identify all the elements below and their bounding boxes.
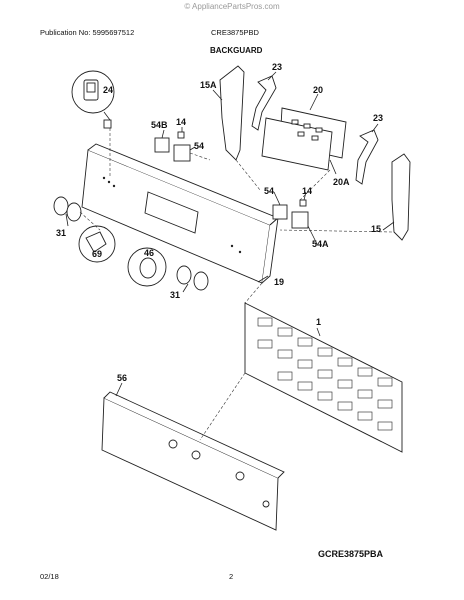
part-31-knobs-left xyxy=(53,196,82,222)
part-54-relays-mid xyxy=(272,199,309,229)
watermark-text: © AppliancePartsPros.com xyxy=(184,2,280,11)
diagram-code: GCRE3875PBA xyxy=(318,549,384,559)
part-20-electronic-control xyxy=(261,107,347,171)
callout-14-mid: 14 xyxy=(302,186,312,196)
callout-46: 46 xyxy=(144,248,154,258)
publication-number: Publication No: 5995697512 xyxy=(40,28,135,37)
callout-31-right: 31 xyxy=(170,290,180,300)
part-23-bracket-right xyxy=(355,129,379,185)
part-31-knobs-right xyxy=(176,265,209,291)
callout-56: 56 xyxy=(117,373,127,383)
part-69-knob-insert xyxy=(78,225,116,263)
callout-15: 15 xyxy=(371,224,381,234)
part-56-back-panel xyxy=(101,391,285,531)
callout-54-mid: 54 xyxy=(264,186,274,196)
part-24-switch xyxy=(71,70,115,129)
callout-15A: 15A xyxy=(200,80,217,90)
callout-31-left: 31 xyxy=(56,228,66,238)
callout-19: 19 xyxy=(274,277,284,287)
part-19-control-panel xyxy=(81,143,279,284)
page-number: 2 xyxy=(229,572,234,581)
part-23-bracket-left xyxy=(251,75,277,131)
footer-date: 02/18 xyxy=(40,572,59,581)
section-title: BACKGUARD xyxy=(210,46,263,55)
part-54-relays-top xyxy=(154,131,191,162)
part-46-knob xyxy=(127,247,167,287)
part-1-rear-cover xyxy=(244,302,403,453)
callout-24: 24 xyxy=(103,85,113,95)
callout-14-top: 14 xyxy=(176,117,186,127)
part-15A-end-bracket xyxy=(219,65,245,161)
part-15-end-bracket xyxy=(391,153,411,241)
callout-54B: 54B xyxy=(151,120,168,130)
leader-lines xyxy=(65,71,395,397)
callout-69: 69 xyxy=(92,249,102,259)
callout-labels: 24 15A 23 20 23 54B 14 54 20A 54 14 15 5… xyxy=(56,62,383,383)
callout-20: 20 xyxy=(313,85,323,95)
callout-54A: 54A xyxy=(312,239,329,249)
callout-54-top: 54 xyxy=(194,141,204,151)
callout-23-right: 23 xyxy=(373,113,383,123)
callout-1: 1 xyxy=(316,317,321,327)
callout-20A: 20A xyxy=(333,177,350,187)
callout-23-left: 23 xyxy=(272,62,282,72)
model-number: CRE3875PBD xyxy=(211,28,259,37)
